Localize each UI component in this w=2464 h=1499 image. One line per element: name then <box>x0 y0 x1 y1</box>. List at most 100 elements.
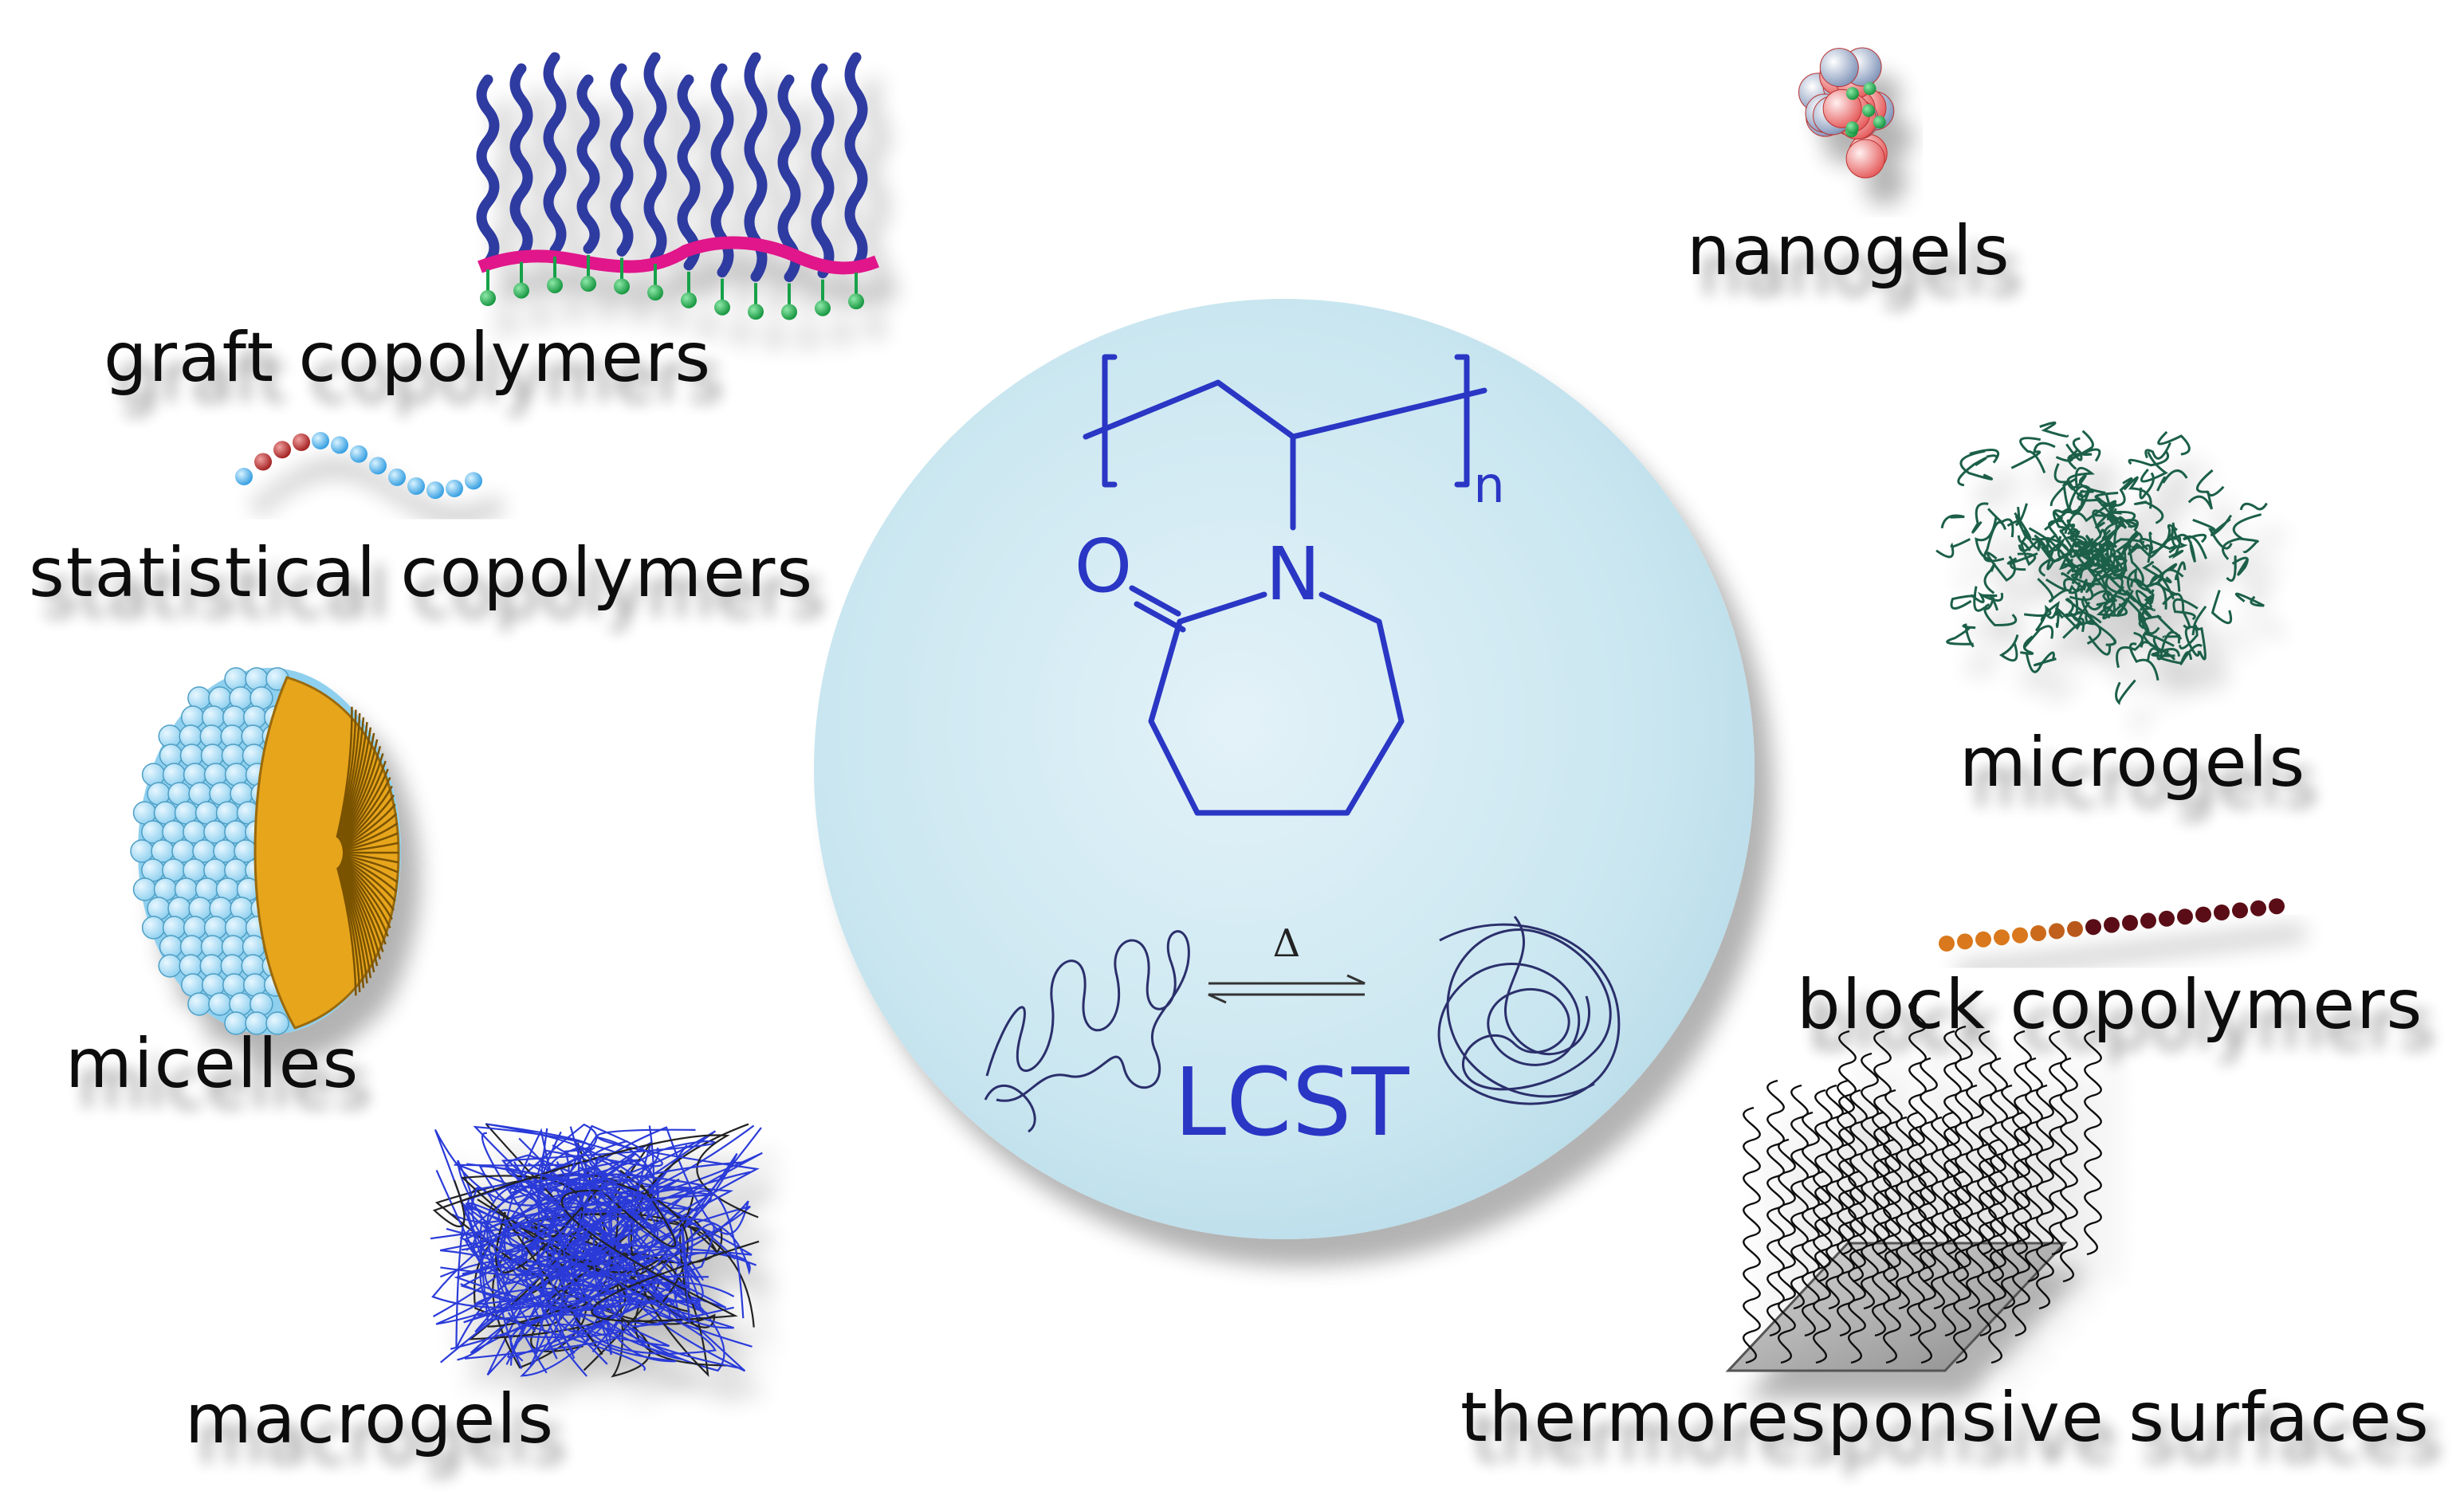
thermoresponsive-surface-icon <box>1725 998 2102 1372</box>
nanogel-crosslink <box>1862 104 1876 117</box>
graft-anchor-bead <box>714 299 730 316</box>
statistical-bead <box>446 479 463 497</box>
pvcl-structure <box>1083 354 1487 816</box>
nanogel-particle <box>1819 48 1859 88</box>
micelle-core-chain <box>342 813 398 850</box>
macrogel-strand <box>478 1126 734 1329</box>
microgel-strand <box>2034 534 2053 577</box>
micelle-core-chain <box>341 857 395 911</box>
statistical-bead <box>465 472 482 490</box>
micelle-core-chain <box>338 865 372 979</box>
microgel-strand <box>2062 610 2085 627</box>
micelle-core-chain <box>340 863 382 959</box>
microgel-strand <box>2179 624 2199 649</box>
microgel-strand <box>2179 644 2203 665</box>
delta-symbol: Δ <box>1273 921 1301 966</box>
microgel-strand <box>2071 542 2097 573</box>
micelle-core-chain <box>338 727 372 840</box>
expanded-coil-tail <box>984 1085 1036 1133</box>
micelle-core-chain <box>341 857 396 902</box>
microgel-strand <box>2077 538 2094 559</box>
graft-side-chain <box>543 52 567 256</box>
micelle-core-chain <box>342 854 399 883</box>
statistical-bead <box>331 436 348 454</box>
repeat-subscript: n <box>1473 456 1504 514</box>
block-bead <box>1994 929 2010 946</box>
block-bead <box>2067 920 2083 937</box>
block-bead <box>2140 912 2156 929</box>
statistical-bead <box>273 441 291 459</box>
microgel-strand <box>2126 567 2150 592</box>
microgel-strand <box>2238 537 2259 554</box>
microgel-strand <box>2140 451 2168 483</box>
micelle-core-chain <box>340 862 384 952</box>
micelle-core-chain <box>342 832 399 852</box>
label-graft-copolymers: graft copolymers <box>104 318 712 398</box>
block-bead <box>2012 927 2028 944</box>
macrogel-strand <box>464 1218 623 1360</box>
surface-brush-chain <box>1895 1116 1914 1310</box>
microgel-strand <box>2101 522 2124 547</box>
microgel-strand <box>1970 591 2004 604</box>
micelle-core-chain <box>340 768 389 845</box>
micelle-core-chain <box>342 853 399 864</box>
microgel-strand <box>2159 630 2183 665</box>
block-bead <box>1939 936 1955 952</box>
micelle-core-chain <box>337 722 368 840</box>
microgel-strand <box>2006 503 2028 528</box>
surface-brush-chain <box>1814 1089 1833 1283</box>
microgel-strand <box>2196 469 2225 496</box>
micelle-shell-ball <box>159 744 183 767</box>
micelle-shell-ball <box>203 916 228 940</box>
microgel-strand <box>2103 519 2139 548</box>
equilibrium-arrows <box>1208 974 1366 1004</box>
microgel-strand <box>2157 430 2191 456</box>
microgel-strand <box>1983 603 2018 626</box>
reverse-arrow <box>1208 993 1365 1004</box>
oxygen-atom: O <box>1075 524 1132 609</box>
microgel-strand <box>2017 541 2037 567</box>
surface-brush-chain <box>1742 1106 1761 1364</box>
label-microgels: microgels <box>1959 723 2306 802</box>
graft-side-chain <box>476 74 500 269</box>
nitrogen-atom: N <box>1266 532 1321 617</box>
microgel-strand <box>1987 508 2014 538</box>
microgel-strand <box>2033 657 2057 667</box>
graft-anchor-bead <box>781 304 797 320</box>
microgel-strand <box>2085 573 2111 602</box>
graft-side-chain <box>844 52 868 272</box>
microgel-strand <box>2077 489 2119 502</box>
microgel-strand <box>2144 564 2167 610</box>
microgel-strand <box>2069 430 2094 461</box>
microgel-strand <box>2148 563 2178 600</box>
microgel-strand <box>1983 563 1996 594</box>
block-bead <box>2214 905 2230 920</box>
micelle-core-chain <box>340 860 391 928</box>
microgel-strand <box>2193 605 2207 661</box>
microgel-strand <box>2183 533 2207 559</box>
micelle-core-chain <box>339 865 375 973</box>
microgel-strand <box>2023 625 2054 649</box>
micelle-shell-ball <box>158 954 182 978</box>
microgel-strand <box>2015 506 2028 539</box>
statistical-copolymer-icon <box>235 431 482 500</box>
microgel-strand <box>2037 578 2072 603</box>
micelle-core-chain <box>341 803 396 849</box>
graft-copolymer-icon <box>476 52 879 320</box>
block-bead <box>2104 916 2120 933</box>
graft-anchor-bead <box>815 300 831 316</box>
surface-brush-chains <box>1742 998 2102 1364</box>
microgel-strand <box>2088 635 2117 656</box>
surface-brush-chain <box>1837 1030 1857 1256</box>
block-bead <box>1957 933 1973 950</box>
microgel-strand <box>2234 592 2265 607</box>
graft-anchor-points <box>480 255 864 320</box>
microgel-strand <box>2010 441 2056 469</box>
microgel-strand <box>2128 449 2170 467</box>
graft-side-chain <box>811 63 835 279</box>
microgel-strand <box>2059 549 2099 575</box>
micelle-shell-ball <box>221 744 246 767</box>
graft-anchor-bead <box>480 290 496 306</box>
micelle-core-chain <box>342 853 399 873</box>
macrogel-strand <box>432 1134 759 1227</box>
